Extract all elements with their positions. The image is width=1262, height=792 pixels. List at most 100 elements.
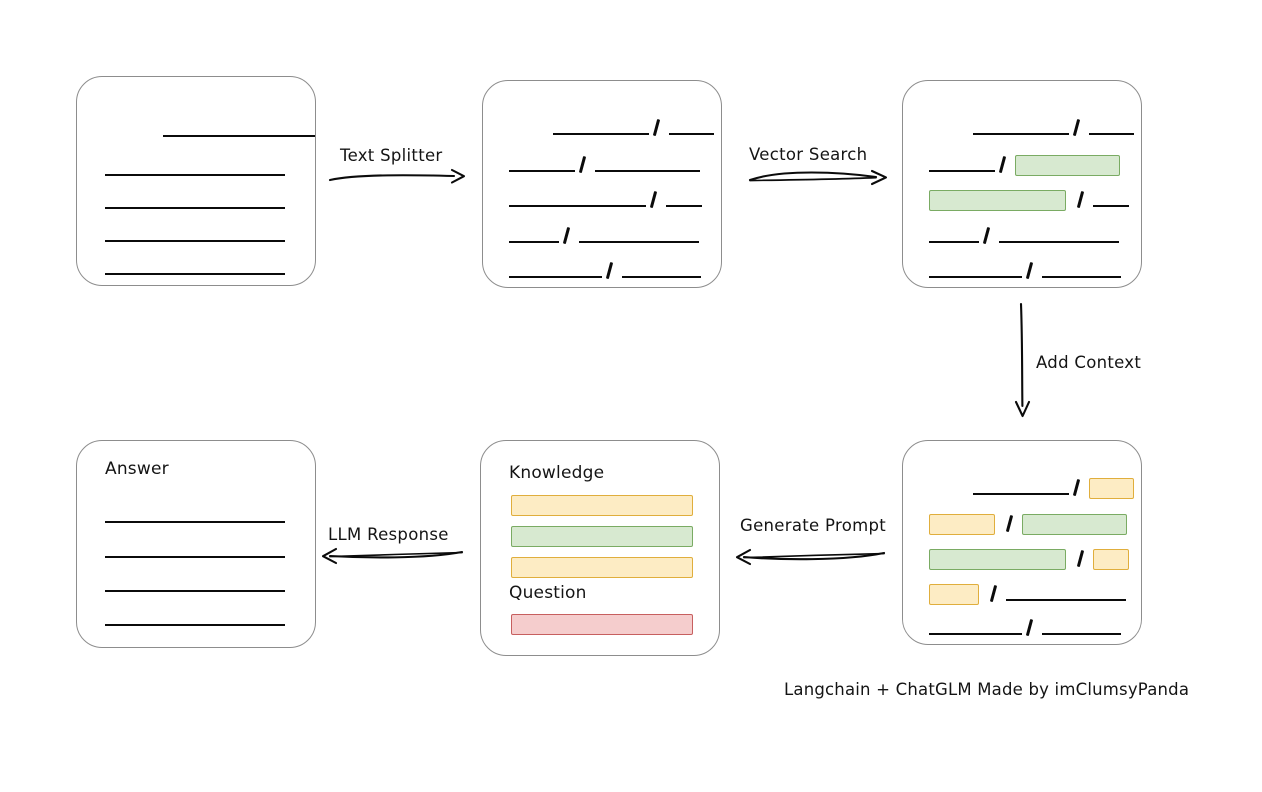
text-line-row (509, 156, 700, 174)
segment-gap (1008, 156, 1015, 174)
text-line-row (509, 119, 714, 137)
card-split-chunks[interactable] (482, 80, 722, 288)
chunk-separator-slash (1002, 515, 1015, 533)
segment-gap (1082, 119, 1089, 137)
text-line-row (929, 189, 1129, 211)
arrow-label-llm-response: LLM Response (328, 525, 449, 544)
text-line-segment (1006, 585, 1126, 603)
segment-gap (995, 515, 1002, 533)
segment-gap (1035, 619, 1042, 637)
segment-gap (1086, 550, 1093, 568)
chunk-separator-slash (1069, 119, 1082, 137)
highlight-chip-yellow (1093, 548, 1129, 570)
text-line-row (929, 154, 1127, 176)
knowledge-bar-yellow (511, 495, 693, 516)
segment-gap (1120, 156, 1127, 174)
text-line-row (105, 507, 285, 525)
segment-gap (615, 262, 622, 280)
text-line-segment (509, 262, 602, 280)
text-line-row (105, 160, 285, 178)
arrow-label-generate-prompt: Generate Prompt (740, 516, 886, 535)
knowledge-heading: Knowledge (509, 463, 605, 483)
text-line-segment (999, 227, 1119, 245)
text-line-row (105, 121, 315, 139)
chunk-separator-slash (646, 191, 659, 209)
knowledge-bar-yellow (511, 557, 693, 578)
chunk-separator-slash (1022, 619, 1035, 637)
arrow-text-splitter (328, 164, 468, 188)
segment-gap (1134, 479, 1141, 497)
text-line-row (929, 477, 1141, 499)
arrow-vector-search (748, 164, 890, 190)
text-line-row (105, 542, 285, 560)
segment-gap (1129, 550, 1136, 568)
chunk-separator-slash (602, 262, 615, 280)
indent-spacer (929, 479, 973, 497)
line-rows-answer (77, 441, 315, 647)
text-line-row (509, 227, 699, 245)
text-line-segment (929, 227, 979, 245)
arrow-generate-prompt (734, 545, 886, 569)
chunk-separator-slash (979, 227, 992, 245)
text-line-segment (105, 610, 285, 628)
arrow-label-text-splitter: Text Splitter (340, 146, 443, 165)
segment-gap (1086, 191, 1093, 209)
chunk-separator-slash (1022, 262, 1035, 280)
text-line-segment (1089, 119, 1134, 137)
text-line-row (105, 576, 285, 594)
segment-gap (992, 227, 999, 245)
text-line-segment (929, 262, 1022, 280)
chunk-separator-slash (995, 156, 1008, 174)
text-line-segment (105, 576, 285, 594)
arrow-label-add-context: Add Context (1036, 353, 1142, 372)
text-line-row (105, 610, 285, 628)
indent-spacer (509, 119, 553, 137)
card-matched-chunks[interactable] (902, 80, 1142, 288)
card-prompt[interactable]: Knowledge Question (480, 440, 720, 656)
segment-gap (662, 119, 669, 137)
line-rows-context-chunks (903, 441, 1141, 644)
chunk-separator-slash (986, 585, 999, 603)
text-line-row (929, 119, 1134, 137)
text-line-segment (929, 619, 1022, 637)
text-line-row (929, 262, 1121, 280)
line-rows-matched-chunks (903, 81, 1141, 287)
chunk-separator-slash (559, 227, 572, 245)
text-line-row (929, 583, 1126, 605)
highlight-chip-yellow (929, 513, 995, 535)
text-line-row (509, 191, 702, 209)
segment-gap (1066, 191, 1073, 209)
segment-gap (1066, 550, 1073, 568)
footer-credit: Langchain + ChatGLM Made by imClumsyPand… (784, 680, 1190, 699)
text-line-segment (973, 479, 1069, 497)
text-line-row (105, 193, 285, 211)
text-line-segment (105, 193, 285, 211)
card-answer[interactable]: Answer (76, 440, 316, 648)
line-rows-split-chunks (483, 81, 721, 287)
text-line-row (929, 619, 1121, 637)
text-line-segment (622, 262, 701, 280)
card-source-document[interactable] (76, 76, 316, 286)
text-line-row (929, 227, 1119, 245)
text-line-segment (1042, 619, 1121, 637)
text-line-segment (105, 259, 285, 277)
question-bar-red (511, 614, 693, 635)
text-line-segment (595, 156, 700, 174)
card-context-chunks[interactable] (902, 440, 1142, 645)
text-line-segment (579, 227, 699, 245)
text-line-segment (929, 156, 995, 174)
text-line-segment (1093, 191, 1129, 209)
text-line-segment (105, 160, 285, 178)
segment-gap (588, 156, 595, 174)
segment-gap (659, 191, 666, 209)
text-line-segment (105, 507, 285, 525)
text-line-row (509, 262, 701, 280)
segment-gap (1082, 479, 1089, 497)
knowledge-bar-green (511, 526, 693, 547)
text-line-segment (509, 227, 559, 245)
question-bars (511, 614, 693, 645)
text-line-segment (105, 226, 285, 244)
text-line-segment (973, 119, 1069, 137)
arrow-llm-response (320, 544, 464, 568)
